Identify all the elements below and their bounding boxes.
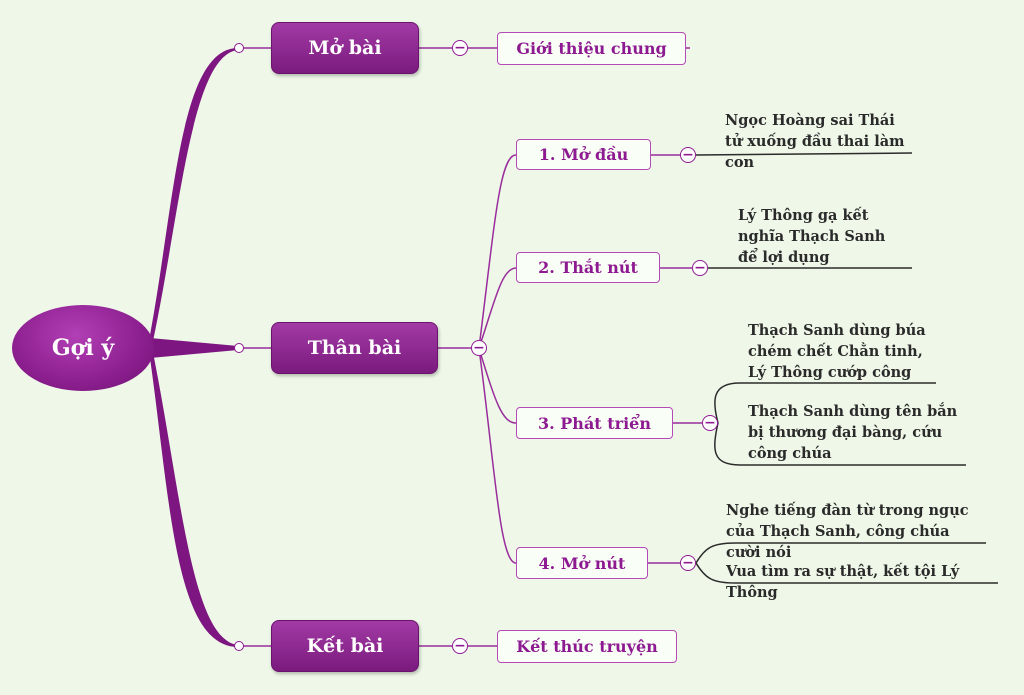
collapse-minus-icon[interactable]: − <box>452 638 468 654</box>
root-branch-than-bai <box>150 338 238 358</box>
collapse-minus-icon[interactable]: − <box>692 260 708 276</box>
root-branch-ket-bai <box>150 338 238 647</box>
collapse-minus-icon[interactable]: − <box>452 40 468 56</box>
sub-node-that-nut[interactable]: 2. Thắt nút <box>516 252 660 283</box>
leaf-text: Vua tìm ra sự thật, kết tội Lý Thông <box>726 563 960 601</box>
main-node-label: Thân bài <box>307 337 402 359</box>
leaf-text: Thạch Sanh dùng tên bắn bị thương đại bà… <box>748 403 958 462</box>
sub-node-label: 3. Phát triển <box>538 413 651 433</box>
main-node-ket-bai[interactable]: Kết bài <box>271 620 419 672</box>
leaf-text: Nghe tiếng đàn từ trong ngục của Thạch S… <box>726 502 969 561</box>
sub-node-mo-nut[interactable]: 4. Mở nút <box>516 547 648 579</box>
main-node-mo-bai[interactable]: Mở bài <box>271 22 419 74</box>
root-node[interactable]: Gợi ý <box>12 305 154 391</box>
sub-node-phat-trien[interactable]: 3. Phát triển <box>516 407 673 439</box>
sub-node-label: 4. Mở nút <box>538 553 626 573</box>
leaf-text: Thạch Sanh dùng búa chém chết Chằn tinh,… <box>748 322 926 381</box>
main-node-label: Mở bài <box>308 37 382 59</box>
sub-node-ket-thuc[interactable]: Kết thúc truyện <box>497 630 677 663</box>
main-node-than-bai[interactable]: Thân bài <box>271 322 438 374</box>
root-label: Gợi ý <box>51 335 115 361</box>
branch-dot-than-bai <box>234 343 244 353</box>
sub-node-gioi-thieu[interactable]: Giới thiệu chung <box>497 32 686 65</box>
root-branch-mo-bai <box>150 48 238 355</box>
collapse-minus-icon[interactable]: − <box>680 147 696 163</box>
collapse-minus-icon[interactable]: − <box>702 415 718 431</box>
leaf-text: Lý Thông gạ kết nghĩa Thạch Sanh để lợi … <box>738 207 886 266</box>
branch-dot-ket-bai <box>234 641 244 651</box>
main-node-label: Kết bài <box>306 635 384 657</box>
collapse-minus-icon[interactable]: − <box>680 555 696 571</box>
leaf-text: Ngọc Hoàng sai Thái tử xuống đầu thai là… <box>725 112 905 171</box>
branch-dot-mo-bai <box>234 43 244 53</box>
collapse-minus-icon[interactable]: − <box>471 340 487 356</box>
sub-node-mo-dau[interactable]: 1. Mở đầu <box>516 139 651 170</box>
sub-node-label: 1. Mở đầu <box>538 145 629 164</box>
sub-node-label: 2. Thắt nút <box>538 258 638 277</box>
sub-node-label: Giới thiệu chung <box>516 39 667 58</box>
sub-node-label: Kết thúc truyện <box>516 637 658 656</box>
